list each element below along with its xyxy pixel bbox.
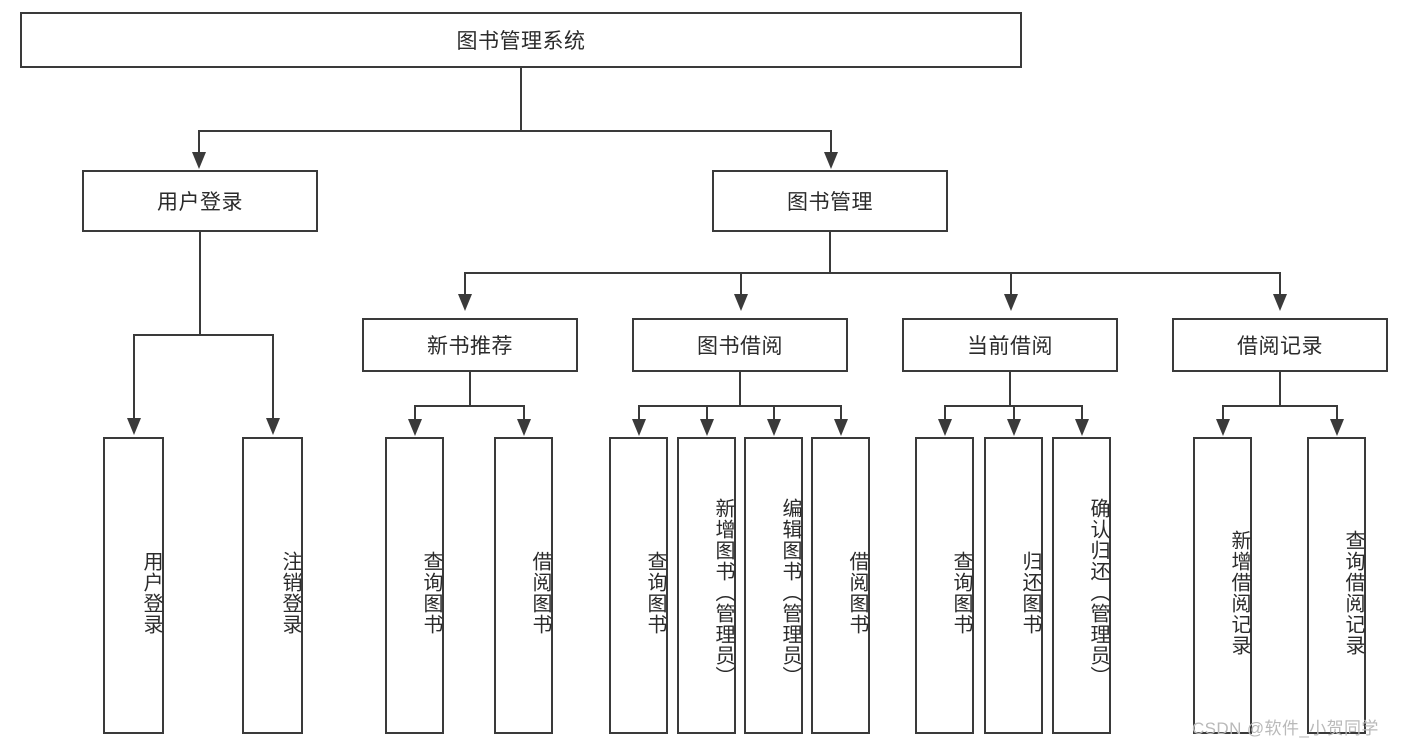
leaf-borrow-record-0[interactable]: 新增借阅记录 <box>1193 437 1252 734</box>
arrow-book-borrow-to-leaf-2 <box>767 419 781 436</box>
node-label: 当前借阅 <box>967 335 1053 358</box>
edge-book-mgmt-stem <box>829 232 831 274</box>
edge-new-book-to-leaf-0 <box>414 405 416 421</box>
edge-book-borrow-to-leaf-2 <box>773 405 775 421</box>
arrow-root-to-user-login <box>192 152 206 169</box>
edge-root-bar <box>198 130 832 132</box>
node-label: 新增借阅记录 <box>1228 529 1250 656</box>
edge-book-mgmt-bar <box>464 272 1280 274</box>
leaf-current-borrow-1[interactable]: 归还图书 <box>984 437 1043 734</box>
arrow-root-to-book-mgmt <box>824 152 838 169</box>
leaf-borrow-record-1[interactable]: 查询借阅记录 <box>1307 437 1366 734</box>
arrow-user-login-to-leaf-0 <box>127 418 141 435</box>
edge-user-login-to-leaf-0 <box>133 334 135 420</box>
edge-new-book-to-leaf-1 <box>523 405 525 421</box>
node-label: 查询图书 <box>950 550 972 635</box>
node-label: 查询图书 <box>420 550 442 635</box>
arrow-book-mgmt-to-level2-0 <box>458 294 472 311</box>
node-label: 查询图书 <box>644 550 666 635</box>
node-label: 用户登录 <box>140 550 162 635</box>
edge-root-to-book-mgmt <box>830 130 832 156</box>
leaf-current-borrow-0[interactable]: 查询图书 <box>915 437 974 734</box>
edge-new-book-stem <box>469 372 471 407</box>
edge-root-stem <box>520 68 522 132</box>
node-user-login[interactable]: 用户登录 <box>82 170 318 232</box>
edge-borrow-record-to-leaf-0 <box>1222 405 1224 421</box>
arrow-new-book-to-leaf-1 <box>517 419 531 436</box>
edge-new-book-bar <box>414 405 524 407</box>
node-book-management[interactable]: 图书管理 <box>712 170 948 232</box>
edge-book-mgmt-to-level2-3 <box>1279 272 1281 298</box>
leaf-current-borrow-2[interactable]: 确认归还（管理员） <box>1052 437 1111 734</box>
edge-book-borrow-to-leaf-0 <box>638 405 640 421</box>
arrow-book-borrow-to-leaf-3 <box>834 419 848 436</box>
edge-borrow-record-stem <box>1279 372 1281 407</box>
arrow-book-mgmt-to-level2-2 <box>1004 294 1018 311</box>
arrow-current-borrow-to-leaf-0 <box>938 419 952 436</box>
node-label: 用户登录 <box>157 191 243 214</box>
node-label: 借阅记录 <box>1237 335 1323 358</box>
edge-borrow-record-bar <box>1222 405 1336 407</box>
edge-current-borrow-to-leaf-1 <box>1013 405 1015 421</box>
node-book-borrow[interactable]: 图书借阅 <box>632 318 848 372</box>
edge-book-borrow-to-leaf-3 <box>840 405 842 421</box>
leaf-book-borrow-0[interactable]: 查询图书 <box>609 437 668 734</box>
node-label: 注销登录 <box>279 550 301 635</box>
arrow-book-borrow-to-leaf-1 <box>700 419 714 436</box>
arrow-borrow-record-to-leaf-0 <box>1216 419 1230 436</box>
arrow-current-borrow-to-leaf-2 <box>1075 419 1089 436</box>
edge-book-mgmt-to-level2-1 <box>740 272 742 298</box>
node-label: 图书管理 <box>787 191 873 214</box>
node-root-system[interactable]: 图书管理系统 <box>20 12 1022 68</box>
edge-user-login-stem <box>199 232 201 335</box>
leaf-new-book-0[interactable]: 查询图书 <box>385 437 444 734</box>
watermark-text: CSDN @软件_小贺同学 <box>1192 719 1379 738</box>
edge-book-mgmt-to-level2-2 <box>1010 272 1012 298</box>
arrow-user-login-to-leaf-1 <box>266 418 280 435</box>
edge-book-mgmt-to-level2-0 <box>464 272 466 298</box>
node-label: 新书推荐 <box>427 335 513 358</box>
edge-root-to-user-login <box>198 130 200 156</box>
edge-current-borrow-to-leaf-2 <box>1081 405 1083 421</box>
node-label: 归还图书 <box>1019 550 1041 635</box>
arrow-book-borrow-to-leaf-0 <box>632 419 646 436</box>
arrow-book-mgmt-to-level2-1 <box>734 294 748 311</box>
leaf-new-book-1[interactable]: 借阅图书 <box>494 437 553 734</box>
leaf-user-login-1[interactable]: 注销登录 <box>242 437 303 734</box>
edge-current-borrow-stem <box>1009 372 1011 407</box>
leaf-book-borrow-2[interactable]: 编辑图书（管理员） <box>744 437 803 734</box>
node-label: 借阅图书 <box>846 550 868 635</box>
node-label: 编辑图书（管理员） <box>779 498 801 687</box>
edge-book-borrow-to-leaf-1 <box>706 405 708 421</box>
node-label: 图书管理系统 <box>456 30 586 53</box>
leaf-book-borrow-3[interactable]: 借阅图书 <box>811 437 870 734</box>
arrow-new-book-to-leaf-0 <box>408 419 422 436</box>
arrow-book-mgmt-to-level2-3 <box>1273 294 1287 311</box>
edge-current-borrow-to-leaf-0 <box>944 405 946 421</box>
node-label: 确认归还（管理员） <box>1087 498 1109 687</box>
leaf-book-borrow-1[interactable]: 新增图书（管理员） <box>677 437 736 734</box>
arrow-current-borrow-to-leaf-1 <box>1007 419 1021 436</box>
edge-user-login-to-leaf-1 <box>272 334 274 420</box>
edge-borrow-record-to-leaf-1 <box>1336 405 1338 421</box>
edge-current-borrow-bar <box>944 405 1081 407</box>
node-label: 借阅图书 <box>529 550 551 635</box>
edge-user-login-bar <box>133 334 273 336</box>
node-label: 新增图书（管理员） <box>712 498 734 687</box>
leaf-user-login-0[interactable]: 用户登录 <box>103 437 164 734</box>
arrow-borrow-record-to-leaf-1 <box>1330 419 1344 436</box>
node-label: 查询借阅记录 <box>1342 529 1364 656</box>
node-label: 图书借阅 <box>697 335 783 358</box>
edge-book-borrow-bar <box>638 405 841 407</box>
node-borrow-record[interactable]: 借阅记录 <box>1172 318 1388 372</box>
edge-book-borrow-stem <box>739 372 741 407</box>
node-new-book-recommend[interactable]: 新书推荐 <box>362 318 578 372</box>
node-current-borrow[interactable]: 当前借阅 <box>902 318 1118 372</box>
